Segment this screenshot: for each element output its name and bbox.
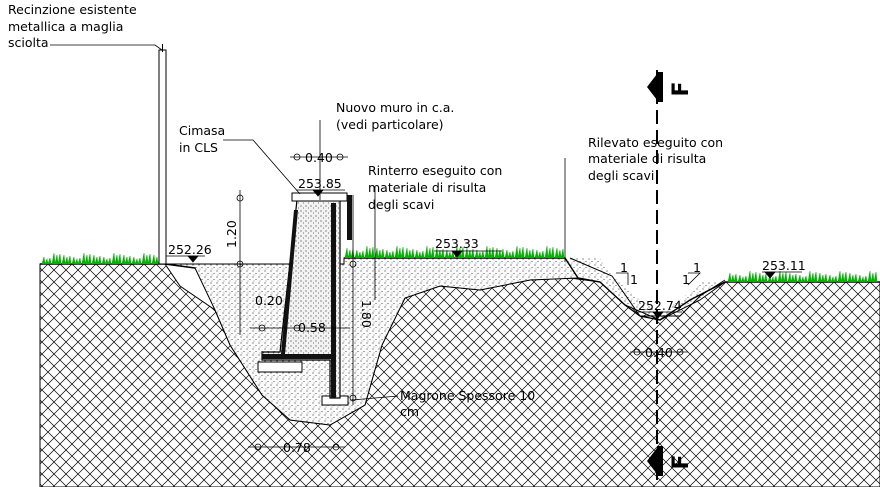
fence-label-1: Recinzione esistente [8, 2, 137, 17]
grass-tuft [534, 249, 545, 259]
section-arrow-bottom [647, 448, 657, 474]
dim-heel: 0.58 [298, 320, 326, 335]
elevation-mid-ground: 253.33 [435, 236, 479, 251]
fence-label-2: metallica a maglia [8, 19, 123, 34]
dimension-lines [236, 153, 688, 451]
grass-tuft [524, 247, 535, 259]
grass-tuft [394, 245, 405, 259]
coping-leader [223, 139, 301, 195]
grass-tuft [81, 252, 92, 265]
grass-tuft [101, 256, 112, 266]
grass-tuft [847, 272, 858, 283]
grass-tuft [51, 252, 62, 265]
grass-tuft [807, 270, 818, 283]
wall-label-2: (vedi particolare) [336, 117, 444, 132]
grass-tuft [434, 247, 445, 259]
grass-tuft [817, 272, 828, 283]
dim-footing-width: 0.78 [283, 440, 311, 455]
dim-batter: 0.20 [255, 293, 283, 308]
fence-post [158, 49, 167, 265]
grass-tuft [504, 249, 515, 259]
grass-tuft [121, 254, 132, 265]
elevation-marks [166, 189, 802, 319]
grass-tuft [827, 274, 838, 284]
grass-tuft [484, 245, 495, 259]
lean-leader [351, 395, 399, 401]
dim-top-width: 0.40 [305, 150, 333, 165]
grass-tuft [857, 274, 868, 284]
reinforcement [331, 203, 336, 398]
grass-tuft [554, 247, 565, 259]
grass-tuft [71, 256, 82, 266]
backfill-label-2: materiale di risulta [368, 180, 486, 195]
slope-left-base: 1 [630, 272, 638, 287]
grass-tuft [354, 249, 365, 259]
section-letter-bottom: F [669, 454, 694, 469]
embankment-label-3: degli scavi [588, 168, 654, 183]
elevation-left-ground: 252.26 [168, 242, 212, 257]
grass-tuft [747, 270, 758, 283]
slope-left: 1 [620, 260, 628, 275]
grass-tuft [131, 256, 142, 266]
wall-label-1: Nuovo muro in c.a. [336, 100, 454, 115]
grass-tuft [111, 252, 122, 265]
section-arrow-top [647, 74, 657, 100]
grass-tuft [737, 274, 748, 284]
fence-leader [50, 44, 163, 51]
section-letter-top: F [669, 81, 694, 96]
grass-tuft [797, 274, 808, 284]
grass-tuft [867, 270, 878, 283]
slope-symbols [616, 272, 701, 286]
backfill-label-3: degli scavi [368, 197, 434, 212]
grass-tuft [464, 247, 475, 259]
grass-tuft [757, 272, 768, 283]
embankment-label-2: materiale di risulta [588, 151, 706, 166]
grass-tuft [141, 252, 152, 265]
embankment-label-1: Rilevato eseguito con [588, 135, 723, 150]
elevation-right-ground: 253.11 [762, 258, 806, 273]
elevation-channel-bottom: 252.74 [638, 298, 682, 313]
dim-height-below: 1.80 [359, 300, 374, 328]
fence-label-3: sciolta [8, 35, 49, 50]
grass-tuft [414, 249, 425, 259]
slope-right-base: 1 [682, 272, 690, 287]
grass-tuft [374, 247, 385, 259]
dim-channel-width: 0.40 [645, 345, 673, 360]
grass-tuft [514, 245, 525, 259]
lean-label-2: cm [400, 404, 419, 419]
elevation-wall-top: 253.85 [298, 176, 342, 191]
grass-tuft [837, 270, 848, 283]
grass-tuft [41, 256, 52, 266]
grass-tuft [787, 272, 798, 283]
coping-label-2: in CLS [179, 140, 218, 155]
grass-tuft [424, 245, 435, 259]
dim-height-above: 1.20 [224, 220, 239, 248]
grass-tuft [494, 247, 505, 259]
grass-tuft [544, 245, 555, 259]
grass-tuft [404, 247, 415, 259]
natural-ground [39, 263, 880, 487]
grass-tuft [61, 254, 72, 265]
grass-tuft [384, 249, 395, 259]
grass-tuft [364, 245, 375, 259]
slope-right: 1 [693, 260, 701, 275]
grass-tuft [91, 254, 102, 265]
coping-label-1: Cimasa [179, 123, 225, 138]
grass-tuft [727, 272, 738, 283]
lean-label-1: Magrone Spessore 10 [400, 388, 535, 403]
backfill-label-1: Rinterro eseguito con [368, 163, 502, 178]
